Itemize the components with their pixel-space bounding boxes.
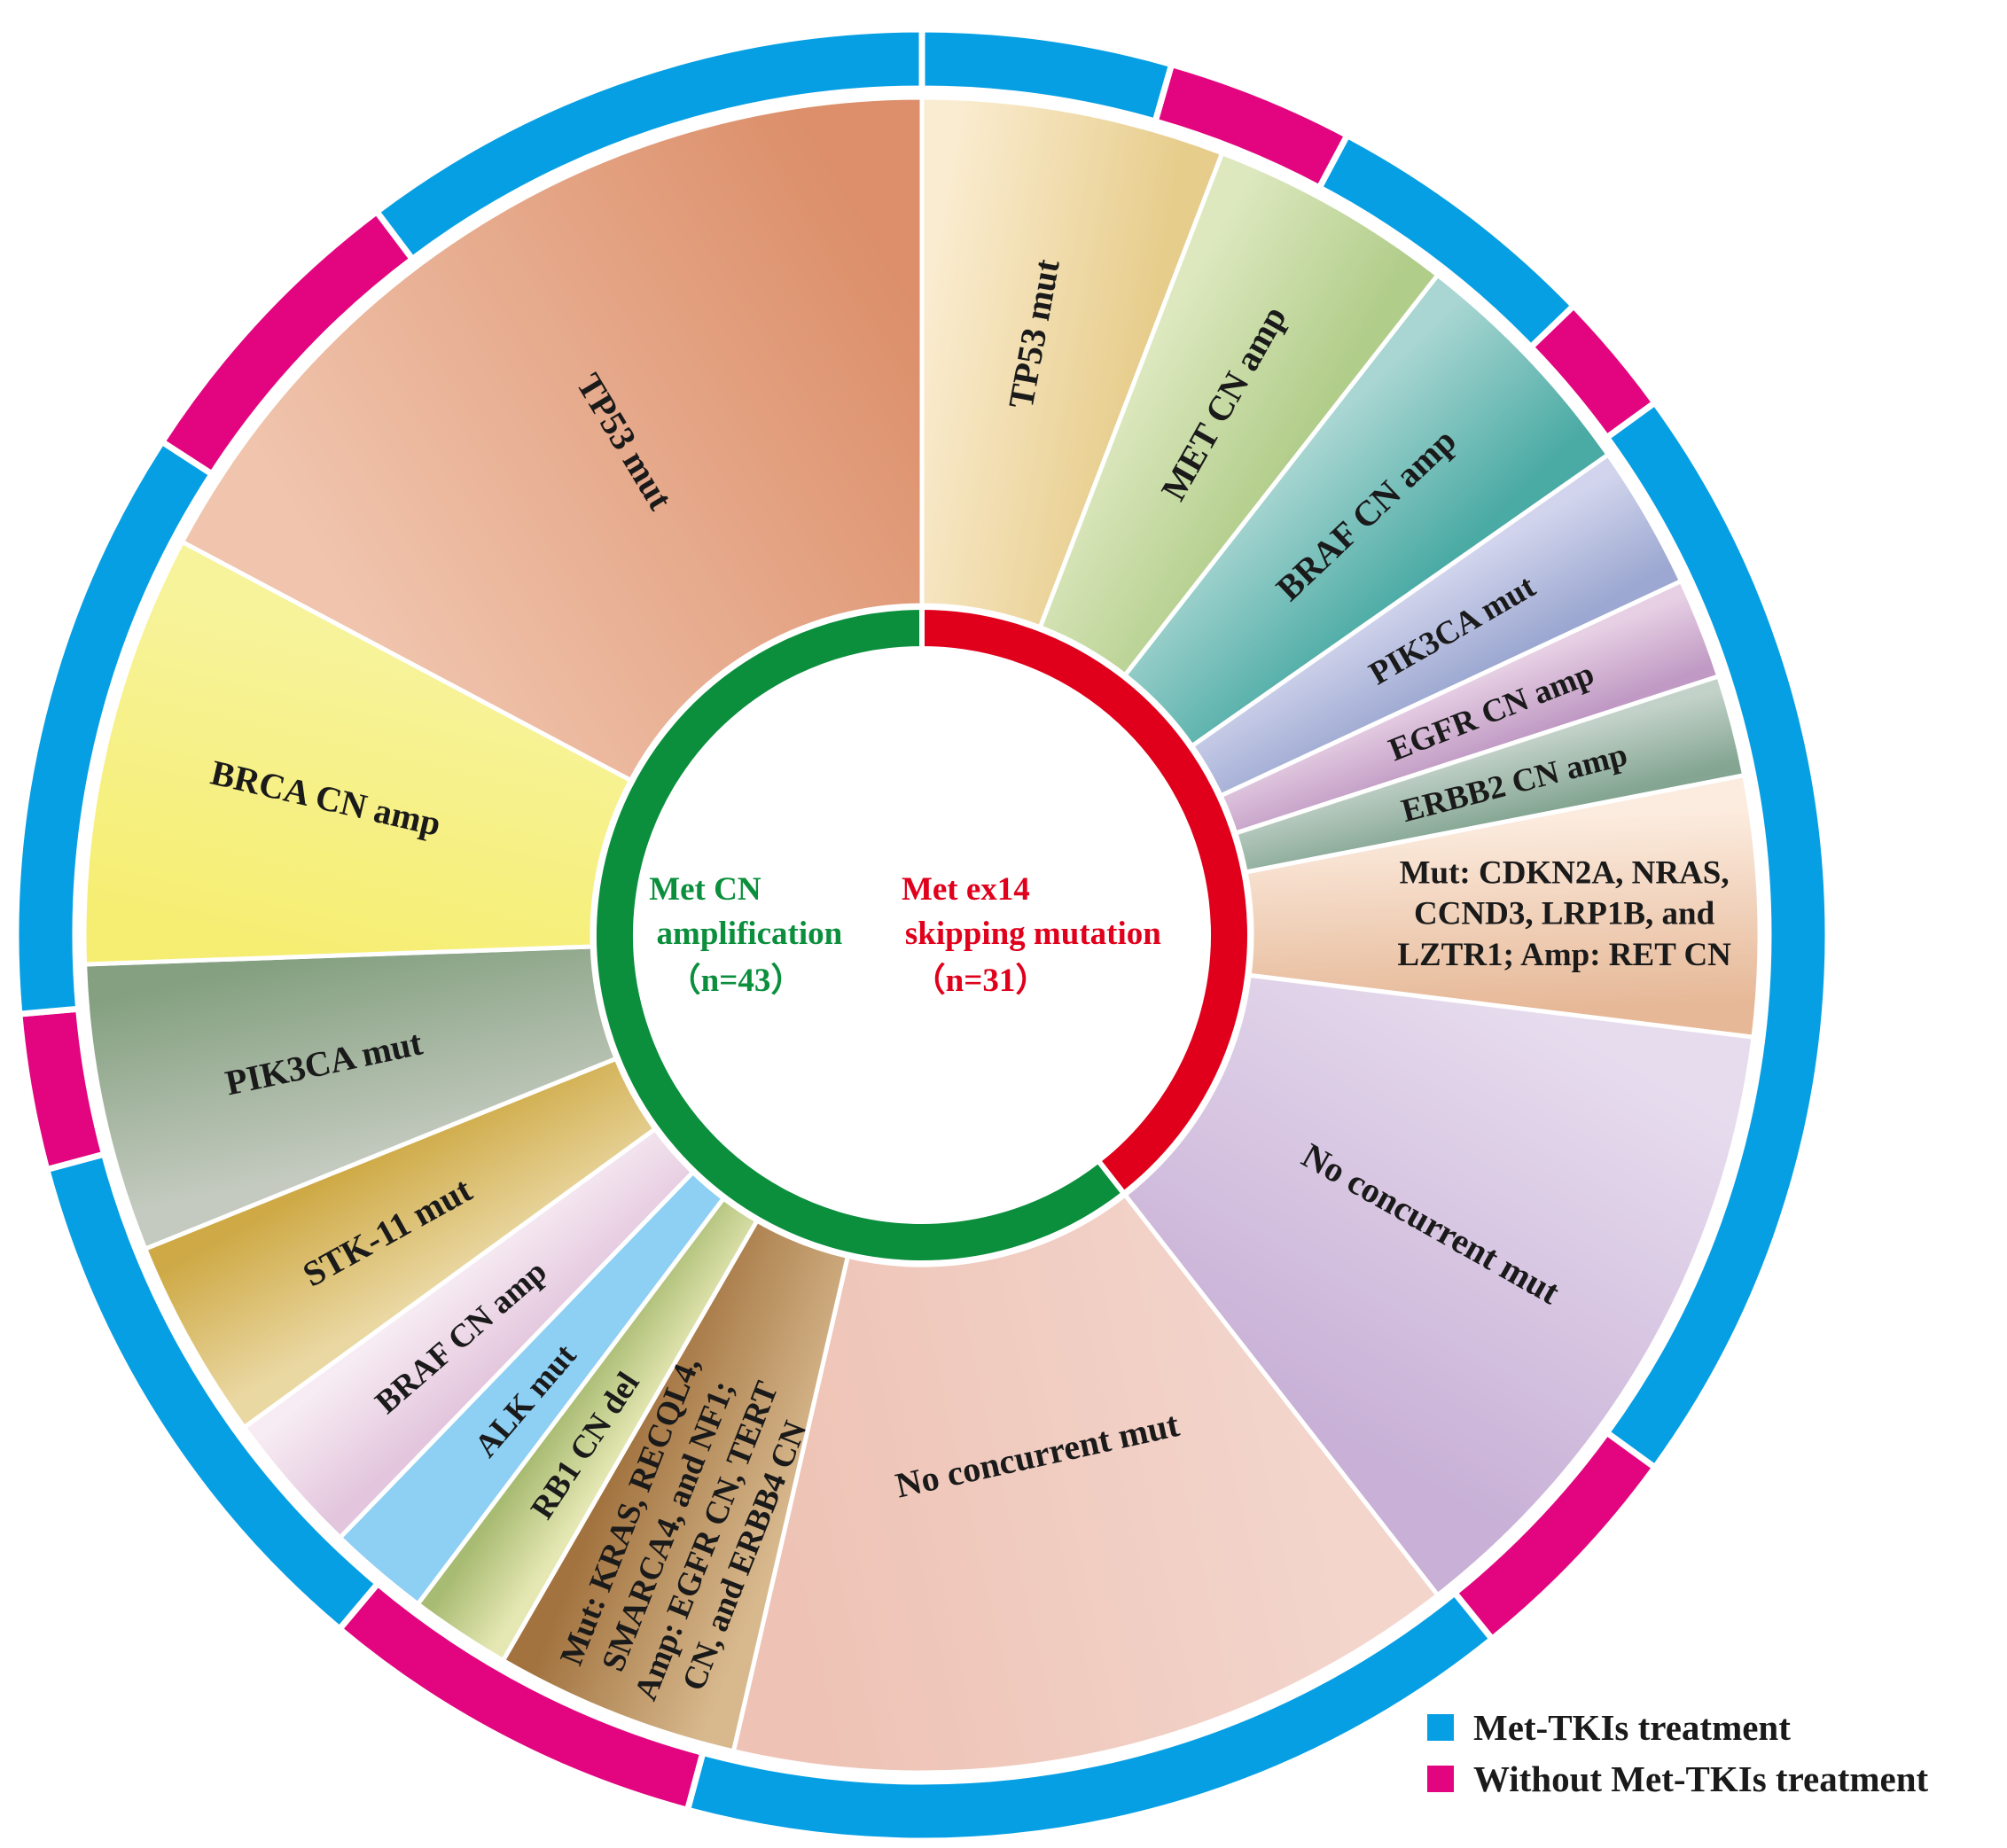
legend-item-met-tki: Met-TKIs treatment — [1427, 1702, 1928, 1753]
segment-label-line: CCND3, LRP1B, and — [1414, 896, 1715, 932]
legend-item-without-met-tki: Without Met-TKIs treatment — [1427, 1753, 1928, 1805]
legend: Met-TKIs treatment Without Met-TKIs trea… — [1427, 1702, 1928, 1805]
center-right-line-3: （n=31） — [913, 962, 1049, 999]
legend-label-without-met-tki: Without Met-TKIs treatment — [1473, 1758, 1929, 1799]
legend-label-met-tki: Met-TKIs treatment — [1473, 1707, 1791, 1748]
legend-swatch-without-met-tki — [1427, 1766, 1454, 1792]
treatment-ring — [12, 26, 1831, 1844]
center-left-line-3: （n=43） — [668, 962, 804, 999]
legend-swatch-met-tki — [1427, 1714, 1454, 1741]
segment-label-line: Mut: CDKN2A, NRAS, — [1400, 854, 1730, 891]
center-right-line-2: skipping mutation — [905, 916, 1161, 952]
treatment-arc-met-tkis-12 — [372, 26, 925, 264]
segment-label-line: LZTR1; Amp: RET CN — [1397, 937, 1731, 973]
center-disc — [636, 649, 1208, 1221]
mutation-segments — [82, 95, 1762, 1775]
center-left-group-label: Met CN amplification （n=43） — [649, 871, 850, 999]
center-left-line-2: amplification — [657, 916, 843, 952]
center-right-group-label: Met ex14 skipping mutation （n=31） — [902, 871, 1169, 999]
center-right-line-1: Met ex14 — [902, 871, 1030, 908]
center-left-line-1: Met CN — [649, 871, 761, 908]
